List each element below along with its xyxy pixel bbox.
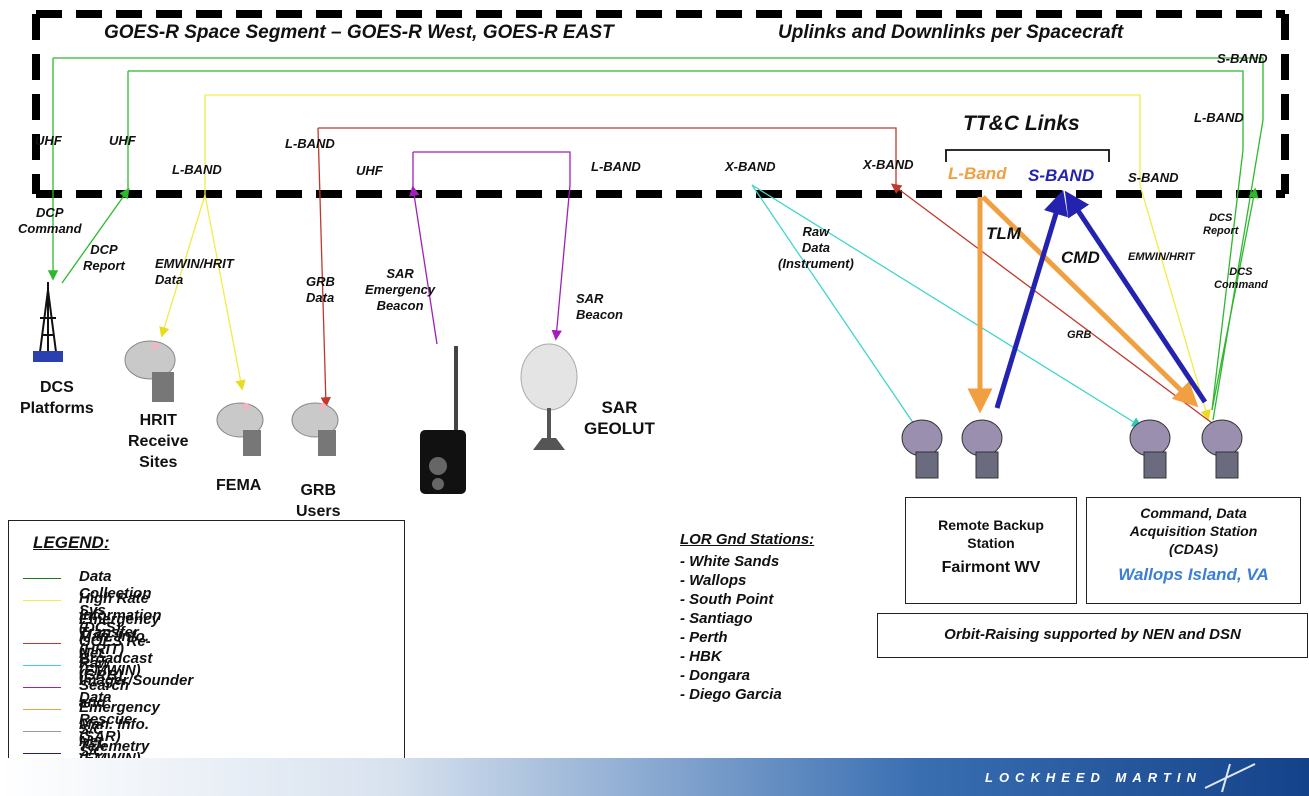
lor-item: - HBK <box>680 648 722 665</box>
cdas-station-place: Wallops Island, VA <box>1118 565 1269 584</box>
orbit-raising-note: Orbit-Raising supported by NEN and DSN <box>944 626 1241 643</box>
dcs-platforms-label: DCS Platforms <box>20 379 94 417</box>
band-xband-1: X-BAND <box>725 159 776 174</box>
sar-geolut-label: SAR GEOLUT <box>584 398 655 438</box>
band-uhf-1: UHF <box>35 133 62 148</box>
band-xband-2: X-BAND <box>863 157 914 172</box>
legend-swatch <box>23 665 61 666</box>
remote-station-place: Fairmont WV <box>941 559 1041 576</box>
legend-title: LEGEND: <box>33 533 110 552</box>
cdas-station-box: Command, Data Acquisition Station (CDAS)… <box>1086 497 1301 604</box>
dcs-command-label: DCS Command <box>1214 266 1268 291</box>
lor-item: - White Sands <box>680 553 780 570</box>
grb-users-label: GRB Users <box>296 482 341 520</box>
legend-swatch <box>23 753 61 754</box>
dcs-command-line <box>53 57 1264 421</box>
grb-data-label: GRB Data <box>306 274 335 305</box>
legend-box: LEGEND: Data Collection Sys (DCS) High R… <box>8 520 405 777</box>
raw-data-label: Raw Data (Instrument) <box>778 224 854 271</box>
legend-swatch <box>23 578 61 579</box>
band-sband-top: S-BAND <box>1217 51 1268 66</box>
band-uhf-2: UHF <box>109 133 136 148</box>
sar-emergency-beacon-label: SAR Emergency Beacon <box>365 266 436 313</box>
fema-dish-icon <box>216 402 264 456</box>
dcp-command-label: DCP Command <box>18 205 82 236</box>
fema-label: FEMA <box>216 477 262 494</box>
band-lband-right: L-BAND <box>1194 110 1244 125</box>
lor-item: - Perth <box>680 629 728 646</box>
diagram-subtitle: Uplinks and Downlinks per Spacecraft <box>778 22 1124 43</box>
sar-beacon-icon <box>420 346 466 494</box>
ttc-sband: S-BAND <box>1028 166 1095 185</box>
lor-item: - Dongara <box>680 667 751 684</box>
star-logo-icon <box>1204 763 1256 793</box>
band-lband-1: L-BAND <box>172 162 222 177</box>
band-lband-2: L-BAND <box>285 136 335 151</box>
ttc-bracket <box>945 149 1110 162</box>
legend-swatch <box>23 687 61 688</box>
band-uhf-3: UHF <box>356 163 383 178</box>
sar-line <box>413 151 571 185</box>
emwin-hrit-small-label: EMWIN/HRIT <box>1128 251 1195 263</box>
band-sband-right: S-BAND <box>1128 170 1179 185</box>
remote-station-title: Remote Backup Station <box>938 517 1044 551</box>
diagram-title: GOES-R Space Segment – GOES-R West, GOES… <box>104 22 614 43</box>
hrit-line <box>205 94 1141 185</box>
grb-small-label: GRB <box>1067 329 1092 341</box>
dcp-report-label: DCP Report <box>83 242 125 273</box>
dcs-platform-icon <box>33 282 63 362</box>
ttc-title: TT&C Links <box>963 112 1080 135</box>
footer-bar: LOCKHEED MARTIN <box>0 758 1309 796</box>
lor-item: - Diego Garcia <box>680 686 782 703</box>
tlm-line <box>967 195 1199 414</box>
raw-data-line <box>751 184 1143 433</box>
sar-beacon-label: SAR Beacon <box>576 291 623 322</box>
cdas-station-title: Command, Data Acquisition Station (CDAS) <box>1129 505 1258 557</box>
hrit-receive-sites-label: HRIT Receive Sites <box>128 412 189 471</box>
brand-logo-text: LOCKHEED MARTIN <box>985 770 1202 785</box>
cmd-line <box>994 189 1208 409</box>
sar-geolut-icon <box>520 343 578 450</box>
dcs-report-line <box>128 70 1244 411</box>
emwin-hrit-data-label: EMWIN/HRIT Data <box>155 256 234 287</box>
grb-dish-icon <box>291 402 339 456</box>
lor-item: - Wallops <box>680 572 747 589</box>
hrit-dish-icon <box>124 340 176 402</box>
legend-swatch <box>23 600 61 601</box>
tlm-label: TLM <box>986 224 1021 243</box>
legend-swatch <box>23 709 61 710</box>
ground-station-dishes-icon <box>901 419 1243 479</box>
band-lband-3: L-BAND <box>591 159 641 174</box>
lor-title: LOR Gnd Stations: <box>680 531 815 548</box>
legend-swatch <box>23 731 61 732</box>
orbit-raising-box: Orbit-Raising supported by NEN and DSN <box>877 613 1308 658</box>
grb-line <box>318 127 897 185</box>
lor-item: - South Point <box>680 591 774 608</box>
lor-list: - White Sands - Wallops - South Point - … <box>680 552 782 704</box>
legend-swatch <box>23 643 61 644</box>
remote-backup-station-box: Remote Backup Station Fairmont WV <box>905 497 1077 604</box>
cmd-label: CMD <box>1061 248 1100 267</box>
lor-item: - Santiago <box>680 610 753 627</box>
ttc-lband: L-Band <box>948 164 1007 183</box>
dcs-report-label: DCS Report <box>1203 212 1239 237</box>
